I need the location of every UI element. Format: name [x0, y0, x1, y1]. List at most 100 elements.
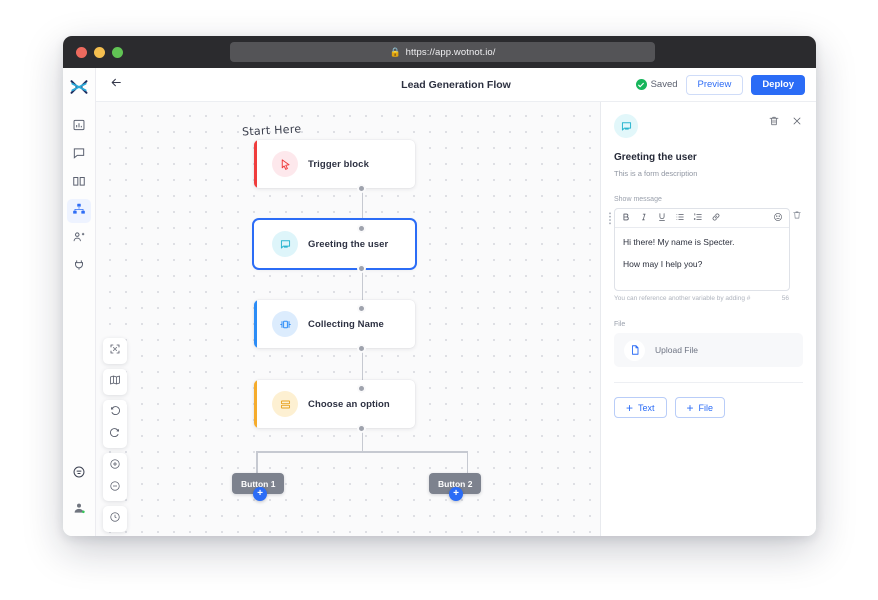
node-label: Choose an option: [308, 398, 390, 410]
message-textarea[interactable]: Hi there! My name is Specter. How may I …: [615, 228, 789, 290]
plus-icon: +: [686, 400, 694, 415]
window-controls: [63, 46, 123, 58]
option-label: Button 2: [438, 478, 473, 489]
node-accent-bar: [254, 300, 257, 348]
address-bar[interactable]: 🔒 https://app.wotnot.io/: [230, 42, 655, 62]
node-label: Trigger block: [308, 158, 369, 170]
close-window-button[interactable]: [76, 46, 87, 58]
flow-canvas[interactable]: Start Here: [96, 102, 601, 536]
close-panel-button[interactable]: [791, 114, 803, 132]
zoom-out-button[interactable]: [103, 477, 127, 499]
sidebar-item-contacts[interactable]: [67, 227, 91, 251]
upload-file-label: Upload File: [655, 345, 698, 355]
option-label: Button 1: [241, 478, 276, 489]
underline-icon[interactable]: [657, 209, 667, 227]
undo-button[interactable]: [103, 402, 127, 424]
node-label: Greeting the user: [308, 238, 389, 250]
upload-file-dropzone[interactable]: Upload File: [614, 333, 803, 367]
back-button[interactable]: [107, 76, 125, 94]
delete-node-button[interactable]: [768, 114, 780, 132]
history-button[interactable]: [103, 508, 127, 530]
sidebar-item-help[interactable]: [67, 462, 91, 486]
add-text-label: Text: [638, 402, 655, 413]
header-actions: Saved Preview Deploy: [635, 74, 805, 95]
minimize-window-button[interactable]: [94, 46, 105, 58]
maximize-window-button[interactable]: [112, 46, 123, 58]
sidebar-item-account[interactable]: [67, 498, 91, 522]
italic-icon[interactable]: [639, 209, 649, 227]
sidebar-item-chat[interactable]: [67, 143, 91, 167]
zoom-out-icon: [109, 479, 121, 497]
numbered-list-icon[interactable]: [693, 209, 703, 227]
node-port-out[interactable]: [357, 423, 366, 433]
emoji-icon[interactable]: [773, 209, 783, 227]
sidebar-item-integrations[interactable]: [67, 255, 91, 279]
zoom-in-button[interactable]: [103, 455, 127, 477]
application: Lead Generation Flow Saved Preview Deplo…: [63, 68, 816, 536]
edge-greeting-collecting: [361, 268, 364, 308]
status-badge: Saved: [635, 79, 678, 90]
bold-icon[interactable]: [621, 209, 631, 227]
node-port-in[interactable]: [357, 223, 366, 233]
plug-icon: [72, 258, 86, 277]
wotnot-logo[interactable]: [69, 77, 89, 97]
node-port-out[interactable]: [357, 263, 366, 273]
node-properties-panel: Greeting the user This is a form descrip…: [601, 102, 816, 536]
sidebar-item-flows[interactable]: [67, 199, 91, 223]
rich-text-editor[interactable]: Hi there! My name is Specter. How may I …: [614, 208, 790, 291]
node-accent-bar: [254, 140, 257, 188]
sidebar-item-analytics[interactable]: [67, 115, 91, 139]
main-column: Lead Generation Flow Saved Preview Deplo…: [96, 68, 816, 536]
link-icon[interactable]: [711, 209, 721, 227]
start-here-label: Start Here: [241, 122, 302, 139]
node-port-out[interactable]: [357, 183, 366, 193]
edge-branch-left: [256, 451, 258, 473]
message-field-label: Show message: [614, 196, 662, 203]
left-sidebar: [63, 68, 96, 536]
message-line: How may I help you?: [623, 258, 703, 269]
drag-handle-icon[interactable]: [606, 196, 614, 226]
deploy-button[interactable]: Deploy: [751, 74, 805, 95]
bullet-list-icon[interactable]: [675, 209, 685, 227]
toolgroup-zoom: [103, 453, 127, 501]
flow-node-choose-option[interactable]: Choose an option: [254, 380, 415, 428]
add-branch-button[interactable]: +: [253, 487, 267, 501]
back-arrow-icon: [110, 76, 123, 94]
flow-node-greeting[interactable]: Greeting the user: [254, 220, 415, 268]
panel-header: [614, 114, 803, 138]
add-file-button[interactable]: + File: [674, 397, 726, 418]
flow-node-collecting-name[interactable]: Collecting Name: [254, 300, 415, 348]
plus-icon: +: [257, 488, 263, 499]
analytics-icon: [72, 118, 86, 137]
edge-choose-branch-stem: [361, 428, 364, 452]
flow-node-trigger[interactable]: Trigger block: [254, 140, 415, 188]
option-button-2[interactable]: Button 2: [429, 473, 482, 494]
option-button-1[interactable]: Button 1: [232, 473, 285, 494]
canvas-content: Start Here: [96, 102, 600, 536]
preview-button[interactable]: Preview: [685, 74, 744, 95]
character-counter: 56: [781, 295, 789, 302]
add-block-row: + Text + File: [614, 397, 803, 418]
add-text-button[interactable]: + Text: [614, 397, 667, 418]
node-port-out[interactable]: [357, 343, 366, 353]
edge-trigger-greeting: [361, 188, 364, 228]
sidebar-item-knowledge[interactable]: [67, 171, 91, 195]
book-icon: [72, 174, 86, 193]
list-options-icon: [272, 391, 298, 417]
node-port-in[interactable]: [357, 303, 366, 313]
avatar-icon: [72, 501, 86, 520]
minimap-button[interactable]: [103, 371, 127, 393]
fit-screen-button[interactable]: [103, 340, 127, 362]
editor-toolbar: [615, 209, 789, 228]
add-branch-button[interactable]: +: [449, 487, 463, 501]
redo-button[interactable]: [103, 424, 127, 446]
cursor-arrow-icon: [272, 151, 298, 177]
message-icon: [614, 114, 638, 138]
sidebar-bottom: [67, 462, 91, 536]
edge-collecting-choose: [361, 348, 364, 388]
panel-title: Greeting the user: [614, 152, 697, 163]
undo-icon: [109, 404, 121, 422]
delete-message-button[interactable]: [790, 196, 803, 220]
fit-screen-icon: [109, 342, 121, 360]
node-port-in[interactable]: [357, 383, 366, 393]
